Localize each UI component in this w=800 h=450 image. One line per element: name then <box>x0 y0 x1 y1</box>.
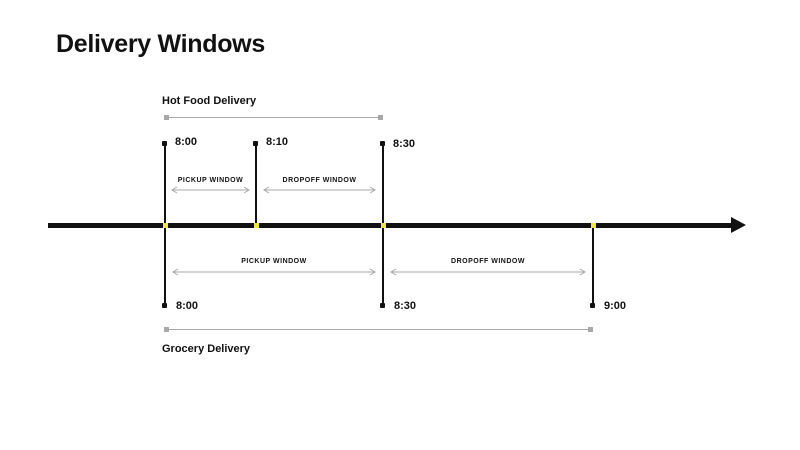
time-label-grocery-830: 8:30 <box>394 300 417 312</box>
marker-line-grocery-900 <box>592 228 594 306</box>
marker-dot-icon <box>162 303 167 308</box>
intersection-dot-icon <box>254 223 259 228</box>
time-label-hot-810: 8:10 <box>266 136 289 148</box>
timeline-axis <box>48 223 732 228</box>
page-title: Delivery Windows <box>56 30 265 58</box>
time-label-hot-800: 8:00 <box>175 136 198 148</box>
bracket-endpoint-icon <box>588 327 593 332</box>
hot-dropoff-window-label: DROPOFF WINDOW <box>282 177 357 184</box>
hot-dropoff-window-arrow-icon <box>263 186 376 194</box>
marker-line-grocery-830 <box>382 228 384 306</box>
marker-dot-icon <box>253 141 258 146</box>
grocery-dropoff-window-label: DROPOFF WINDOW <box>451 258 525 265</box>
grocery-span-bracket <box>164 327 593 332</box>
bracket-endpoint-icon <box>378 115 383 120</box>
grocery-dropoff-window-arrow-icon <box>390 268 586 276</box>
bracket-endpoint-icon <box>164 115 169 120</box>
intersection-dot-icon <box>591 223 596 228</box>
hot-pickup-window-label: PICKUP WINDOW <box>177 177 244 184</box>
timeline-arrowhead-icon <box>731 217 746 233</box>
marker-line-hot-810 <box>255 145 257 224</box>
marker-dot-icon <box>380 303 385 308</box>
grocery-pickup-window-arrow-icon <box>172 268 376 276</box>
grocery-group-label: Grocery Delivery <box>162 343 251 355</box>
marker-dot-icon <box>590 303 595 308</box>
hot-pickup-window-arrow-icon <box>171 186 250 194</box>
time-label-grocery-800: 8:00 <box>176 300 199 312</box>
time-label-hot-830: 8:30 <box>393 138 416 150</box>
hot-food-group-label: Hot Food Delivery <box>162 95 257 107</box>
intersection-dot-icon <box>381 223 386 228</box>
marker-line-hot-830 <box>382 145 384 224</box>
hot-food-span-bracket <box>164 115 383 120</box>
intersection-dot-icon <box>163 223 168 228</box>
marker-line-grocery-800 <box>164 228 166 306</box>
marker-line-hot-800 <box>164 145 166 224</box>
time-label-grocery-900: 9:00 <box>604 300 627 312</box>
bracket-endpoint-icon <box>164 327 169 332</box>
marker-dot-icon <box>380 141 385 146</box>
grocery-pickup-window-label: PICKUP WINDOW <box>241 258 307 265</box>
marker-dot-icon <box>162 141 167 146</box>
